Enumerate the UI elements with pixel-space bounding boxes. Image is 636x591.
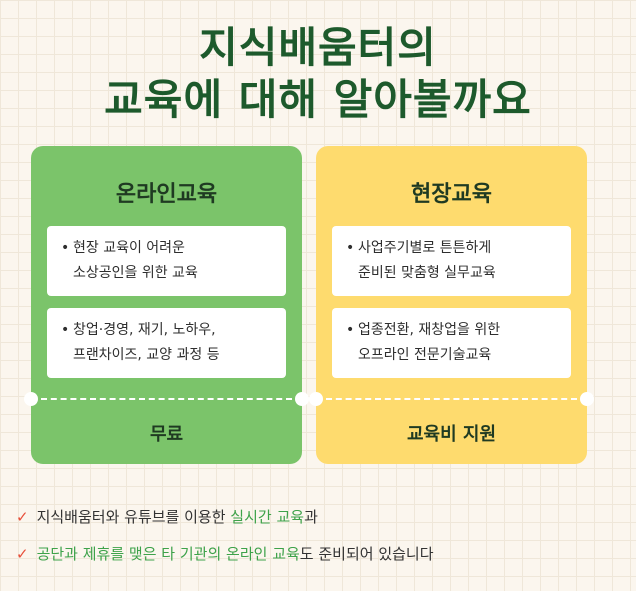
card-item-text: 현장 교육이 어려운 소상공인을 위한 교육 bbox=[73, 240, 198, 281]
card-footer: 무료 bbox=[149, 424, 184, 445]
note-text: 지식배움터와 유튜브를 이용한 bbox=[36, 508, 231, 526]
check-icon: ✓ bbox=[16, 508, 29, 526]
page-title-line1: 지식배움터의 bbox=[199, 23, 437, 72]
online-education-card: 온라인교육 • 현장 교육이 어려운 소상공인을 위한 교육 • 창업·경영, … bbox=[24, 146, 309, 464]
bullet-icon: • bbox=[61, 322, 70, 338]
bullet-icon: • bbox=[346, 240, 355, 256]
ticket-notch bbox=[309, 392, 323, 406]
card-item: • 현장 교육이 어려운 소상공인을 위한 교육 bbox=[47, 226, 286, 296]
card-footer: 교육비 지원 bbox=[406, 424, 497, 445]
note-line: ✓ 지식배움터와 유튜브를 이용한 실시간 교육과 bbox=[16, 506, 318, 527]
card-item-text: 업종전환, 재창업을 위한 오프라인 전문기술교육 bbox=[358, 322, 501, 363]
check-icon: ✓ bbox=[16, 545, 29, 563]
card-item: • 창업·경영, 재기, 노하우, 프랜차이즈, 교양 과정 등 bbox=[47, 308, 286, 378]
note-highlight: 실시간 교육 bbox=[230, 508, 305, 526]
dashed-divider bbox=[41, 398, 292, 400]
ticket-notch bbox=[580, 392, 594, 406]
dashed-divider bbox=[326, 398, 577, 400]
note-line: ✓ 공단과 제휴를 맺은 타 기관의 온라인 교육도 준비되어 있습니다 bbox=[16, 543, 434, 564]
card-title: 온라인교육 bbox=[115, 182, 218, 207]
bullet-icon: • bbox=[346, 322, 355, 338]
card-item: • 사업주기별로 튼튼하게 준비된 맞춤형 실무교육 bbox=[332, 226, 571, 296]
ticket-notch bbox=[24, 392, 38, 406]
card-title: 현장교육 bbox=[411, 182, 492, 207]
note-text: 도 준비되어 있습니다 bbox=[299, 545, 434, 563]
page-title-line2: 교육에 대해 알아볼까요 bbox=[104, 75, 532, 124]
card-item-text: 사업주기별로 튼튼하게 준비된 맞춤형 실무교육 bbox=[358, 240, 496, 281]
note-highlight: 공단과 제휴를 맺은 타 기관의 온라인 교육 bbox=[36, 545, 300, 563]
card-item: • 업종전환, 재창업을 위한 오프라인 전문기술교육 bbox=[332, 308, 571, 378]
onsite-education-card: 현장교육 • 사업주기별로 튼튼하게 준비된 맞춤형 실무교육 • 업종전환, … bbox=[309, 146, 594, 464]
note-text: 과 bbox=[304, 508, 318, 526]
ticket-notch bbox=[295, 392, 309, 406]
card-item-text: 창업·경영, 재기, 노하우, 프랜차이즈, 교양 과정 등 bbox=[73, 322, 220, 363]
bullet-icon: • bbox=[61, 240, 70, 256]
